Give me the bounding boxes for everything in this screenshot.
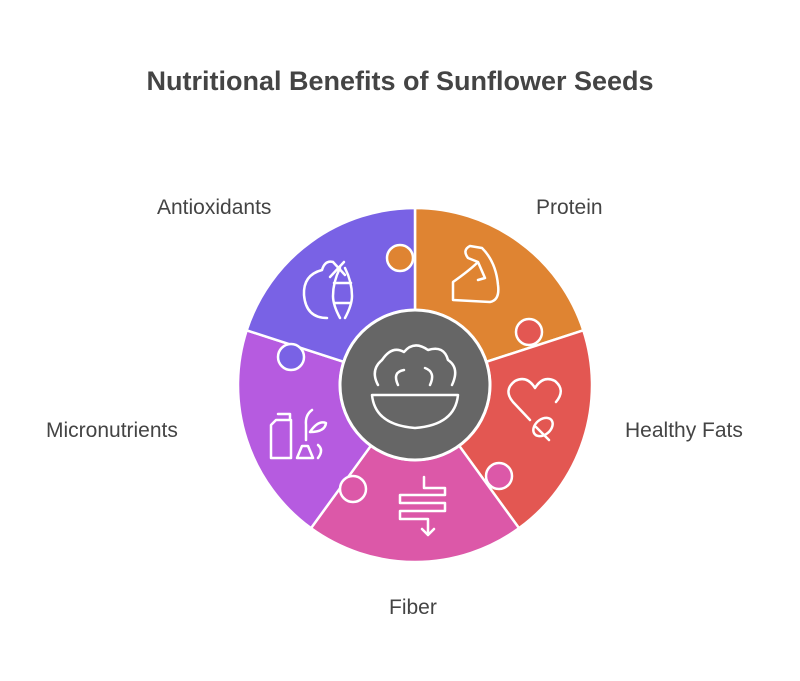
puzzle-knob: [514, 317, 544, 347]
salad-bowl-icon: [370, 344, 460, 430]
puzzle-knob: [484, 461, 514, 491]
puzzle-knob: [276, 342, 306, 372]
label-healthy-fats: Healthy Fats: [625, 419, 743, 442]
apple-dna-icon: [302, 260, 354, 320]
diagram-title: Nutritional Benefits of Sunflower Seeds: [146, 66, 654, 96]
label-fiber: Fiber: [389, 596, 437, 619]
center-circle: [338, 308, 492, 462]
label-antioxidants: Antioxidants: [157, 196, 272, 219]
supplements-leaf-icon: [269, 408, 328, 460]
label-protein: Protein: [536, 196, 603, 219]
label-micronutrients: Micronutrients: [46, 419, 178, 442]
intestine-arrow-icon: [398, 475, 447, 537]
puzzle-knob: [385, 243, 415, 273]
puzzle-knob: [338, 474, 368, 504]
heart-pill-icon: [507, 377, 562, 442]
flexed-bicep-icon: [451, 244, 500, 304]
